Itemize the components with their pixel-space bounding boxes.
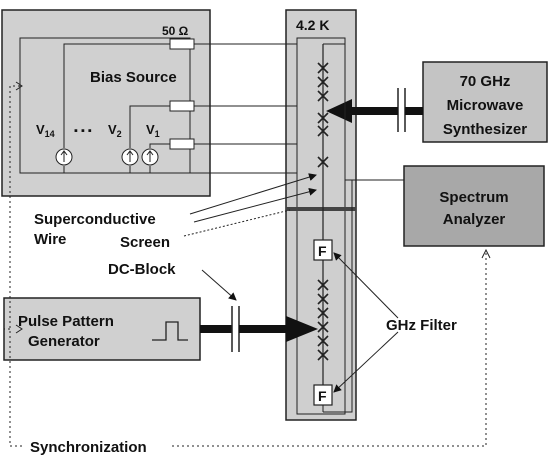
superconductive-wire-label: Superconductive [34, 211, 156, 228]
screen-label: Screen [120, 234, 170, 251]
label-v1: V1 [146, 122, 160, 139]
resistor-v1 [169, 138, 195, 150]
resistor-50-ohm-label: 50 Ω [162, 24, 189, 38]
label-v14: V14 [36, 122, 55, 139]
synchronization-label: Synchronization [30, 439, 147, 455]
label-v2: V2 [108, 122, 122, 139]
pulse-waveform-icon [152, 321, 188, 341]
ghz-filter-label: GHz Filter [386, 317, 457, 334]
ghz-filter-top: F [313, 239, 333, 261]
spectrum-analyzer-box: Spectrum Analyzer [403, 165, 545, 247]
cryostat-temperature-label: 4.2 K [296, 17, 329, 33]
current-source-v1 [141, 148, 159, 166]
cryostat-box: 4.2 K [285, 9, 357, 421]
svg-text:70 GHz: 70 GHz [460, 73, 511, 90]
resistor-v2 [169, 100, 195, 112]
pulse-input-arrow [286, 316, 318, 342]
josephson-junctions-lower [317, 279, 329, 361]
synchronization-lines [4, 85, 487, 447]
current-source-v2 [121, 148, 139, 166]
svg-text:Microwave: Microwave [447, 97, 524, 114]
wire-label: Wire [34, 231, 66, 248]
svg-text:Generator: Generator [28, 333, 100, 350]
svg-text:Pulse Pattern: Pulse Pattern [18, 313, 114, 330]
bias-source-box: Bias Source 50 Ω V14 ▪ ▪ ▪ [1, 9, 211, 197]
ghz-filter-bottom: F [313, 384, 333, 406]
current-source-v14 [55, 148, 73, 166]
microwave-synthesizer-box: 70 GHz Microwave Synthesizer [422, 61, 548, 143]
svg-text:F: F [318, 388, 327, 404]
josephson-junctions-upper [317, 62, 329, 168]
screen-bar [286, 207, 356, 211]
svg-text:Synthesizer: Synthesizer [443, 121, 527, 138]
pulse-pattern-generator-box: Pulse Pattern Generator [3, 297, 201, 361]
label-dots: ▪ ▪ ▪ [74, 125, 92, 137]
svg-text:Analyzer: Analyzer [443, 211, 506, 228]
svg-text:F: F [318, 243, 327, 259]
resistor-top [169, 38, 195, 50]
svg-text:Spectrum: Spectrum [439, 189, 508, 206]
bias-source-title: Bias Source [90, 69, 177, 86]
dc-block-label: DC-Block [108, 261, 176, 278]
